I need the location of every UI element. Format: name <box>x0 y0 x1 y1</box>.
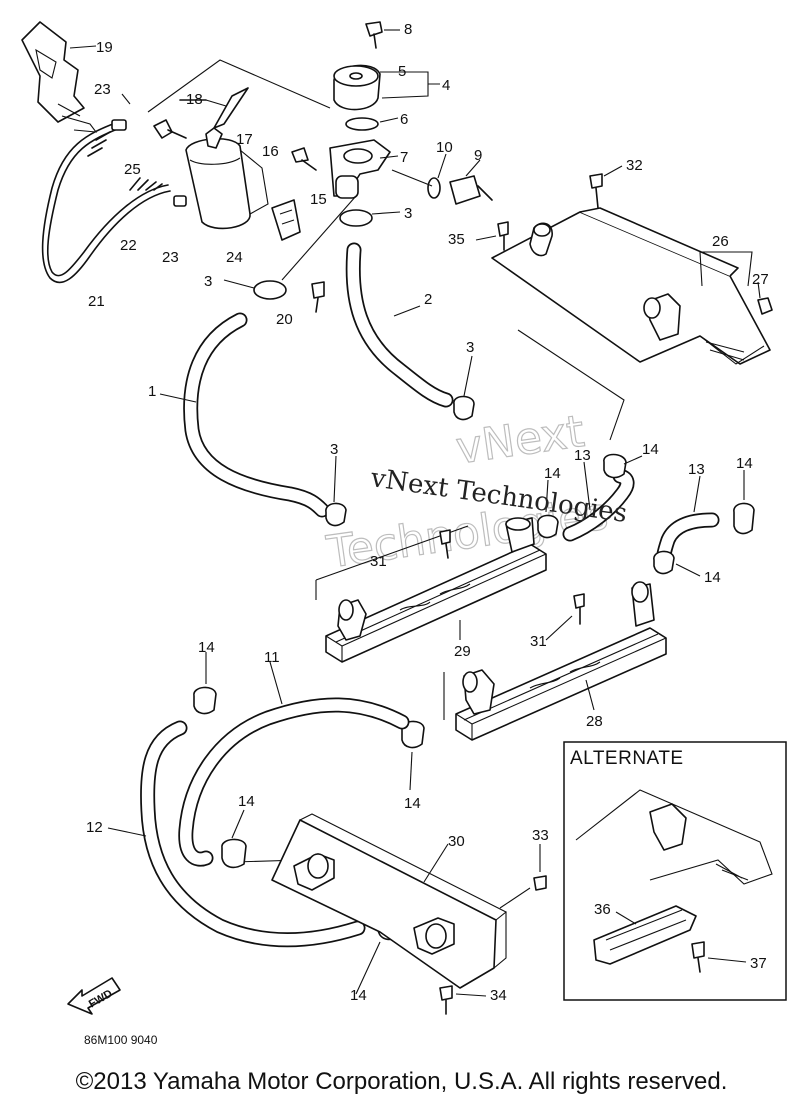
watermark-outline-vnext: vNext <box>453 406 587 474</box>
label-5: 5 <box>398 63 406 80</box>
label-14-b: 14 <box>544 465 561 482</box>
label-14-d: 14 <box>704 569 721 586</box>
part-6-o-ring <box>345 117 379 131</box>
part-13-hose-upper <box>562 468 635 542</box>
label-4: 4 <box>442 77 450 94</box>
part-32-bolt <box>589 173 603 209</box>
label-18: 18 <box>186 91 203 108</box>
part-4-radiator-cap-assembly <box>333 64 381 131</box>
label-37: 37 <box>750 955 767 972</box>
part-12-hose <box>140 720 366 948</box>
label-17: 17 <box>236 131 253 148</box>
label-36: 36 <box>594 901 611 918</box>
label-16: 16 <box>262 143 279 160</box>
label-3-left: 3 <box>204 273 212 290</box>
part-33-bolt <box>533 875 547 891</box>
part-10-washer <box>427 177 441 199</box>
part-7-thermostat-housing <box>329 139 391 199</box>
label-23: 23 <box>162 249 179 266</box>
copyright-notice: ©2013 Yamaha Motor Corporation, U.S.A. A… <box>75 1068 728 1095</box>
part-9-sensor <box>449 175 493 205</box>
label-3-lower: 3 <box>330 441 338 458</box>
label-10: 10 <box>436 139 453 156</box>
part-31-bolts <box>439 529 585 625</box>
label-25: 25 <box>124 161 141 178</box>
part-22-corrugated-hose <box>87 119 187 207</box>
label-31-a: 31 <box>370 553 387 570</box>
callout-labels: 19 23 18 17 16 25 22 23 24 21 15 8 5 4 6… <box>86 21 769 1004</box>
part-26-top-plate <box>491 207 771 365</box>
part-19-bracket <box>21 21 98 133</box>
label-2: 2 <box>424 291 432 308</box>
part-11-hose <box>178 697 410 867</box>
label-15: 15 <box>310 191 327 208</box>
label-32: 32 <box>626 157 643 174</box>
label-13-a: 13 <box>574 447 591 464</box>
part-35-bolt <box>497 221 509 251</box>
label-12: 12 <box>86 819 103 836</box>
label-26: 26 <box>712 233 729 250</box>
label-1: 1 <box>148 383 156 400</box>
label-21: 21 <box>88 293 105 310</box>
label-14-c: 14 <box>736 455 753 472</box>
label-9: 9 <box>474 147 482 164</box>
part-15-bolt <box>291 147 317 171</box>
label-19: 19 <box>96 39 113 56</box>
part-20-bolt <box>311 281 325 313</box>
label-28: 28 <box>586 713 603 730</box>
drawing-code: 86M100 9040 <box>84 1033 158 1047</box>
alternate-label: ALTERNATE <box>570 748 684 769</box>
part-1-hose <box>183 312 330 518</box>
label-3-mid: 3 <box>466 339 474 356</box>
part-18-small-hose <box>179 87 249 129</box>
part-8-bolt <box>365 21 383 49</box>
label-22: 22 <box>120 237 137 254</box>
part-16-reservoir-tank <box>185 127 269 230</box>
label-23-top: 23 <box>94 81 111 98</box>
label-34: 34 <box>490 987 507 1004</box>
label-27: 27 <box>752 271 769 288</box>
label-20: 20 <box>276 311 293 328</box>
alternate-inset: ALTERNATE <box>563 741 787 1001</box>
part-28-heat-exchanger <box>455 581 667 741</box>
label-14-f: 14 <box>404 795 421 812</box>
label-6: 6 <box>400 111 408 128</box>
label-14-g: 14 <box>238 793 255 810</box>
label-33: 33 <box>532 827 549 844</box>
label-7: 7 <box>400 149 408 166</box>
part-27-nut <box>757 297 773 315</box>
label-3-top: 3 <box>404 205 412 222</box>
part-25-bolt <box>153 119 187 139</box>
label-14-a: 14 <box>642 441 659 458</box>
label-30: 30 <box>448 833 465 850</box>
label-31-b: 31 <box>530 633 547 650</box>
label-11: 11 <box>264 649 280 666</box>
label-14-e: 14 <box>198 639 215 656</box>
part-30-bottom-plate <box>271 813 508 989</box>
fwd-arrow-icon: FWD <box>67 977 121 1015</box>
part-29-heat-exchanger <box>325 517 547 663</box>
part-21-hose-loop <box>41 121 171 284</box>
part-2-hose <box>345 242 454 408</box>
label-13-b: 13 <box>688 461 705 478</box>
part-24-bracket <box>271 199 301 241</box>
part-3-clamps <box>253 209 475 527</box>
label-leaders <box>69 29 761 997</box>
label-24: 24 <box>226 249 243 266</box>
label-29: 29 <box>454 643 471 660</box>
label-35: 35 <box>448 231 465 248</box>
label-8: 8 <box>404 21 412 38</box>
label-14-h: 14 <box>350 987 367 1004</box>
part-34-bolt <box>439 985 453 1015</box>
